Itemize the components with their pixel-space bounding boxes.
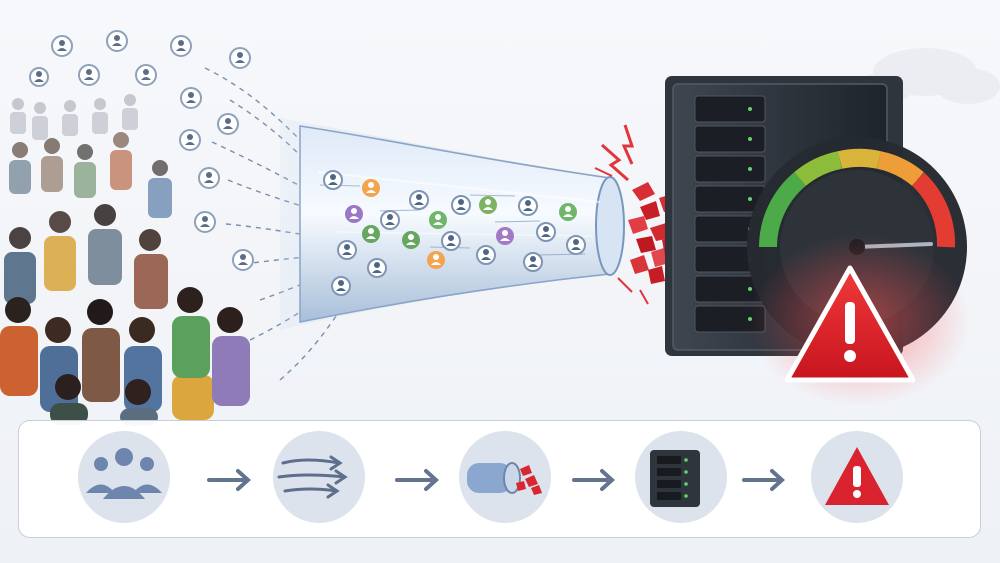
traffic-pipe — [280, 118, 625, 330]
flow-summary-svg — [78, 431, 903, 523]
traffic-lines-icon — [273, 431, 365, 523]
flow-summary-panel — [18, 420, 981, 538]
flow-arrow-1 — [207, 469, 251, 491]
flow-arrow-2 — [395, 469, 439, 491]
floating-user-badges — [29, 30, 254, 271]
users-group-icon — [78, 431, 170, 523]
warning-triangle-icon — [811, 431, 903, 523]
warning-alert — [750, 234, 970, 406]
pipe-bottleneck-icon — [459, 431, 551, 523]
crowd — [0, 94, 250, 426]
flow-arrow-3 — [572, 469, 615, 491]
pipe-user-badges — [323, 170, 586, 296]
flow-arrow-4 — [742, 469, 785, 491]
server-tower-icon — [635, 431, 727, 523]
